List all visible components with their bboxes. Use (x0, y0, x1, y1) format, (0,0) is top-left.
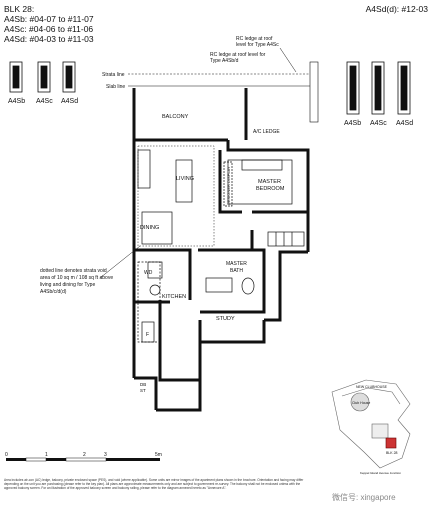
scale-label-2: 2 (83, 452, 86, 458)
room-master-bath-line1: MASTER (226, 261, 247, 267)
void-note-line4: A4Sb/c/d(d) (40, 289, 67, 295)
room-master-bath-line2: BATH (230, 268, 243, 274)
room-db: DB (140, 382, 146, 387)
rc-ledge-note-a2: level for Type A4Sc (236, 42, 279, 48)
room-study: STUDY (216, 316, 235, 322)
room-fridge: F (146, 332, 149, 338)
strata-lines (128, 61, 319, 123)
room-wd: WD (144, 270, 153, 276)
room-ac-ledge: A/C LEDGE (253, 129, 280, 135)
room-kitchen: KITCHEN (162, 294, 186, 300)
key-right-a4sc: A4Sc (370, 120, 387, 127)
scale-bar (6, 457, 160, 462)
disclaimer-text: Area includes air-con (AC) ledge, balcon… (4, 478, 304, 490)
scale-label-0: 0 (5, 452, 8, 458)
key-right-a4sb: A4Sb (344, 120, 361, 127)
site-label-bottom: Keppel Island Avenue Junction (360, 471, 401, 475)
unit-line-a4sc: A4Sc: #04-06 to #11-06 (4, 24, 94, 34)
site-label-club: Club House (352, 401, 370, 405)
room-st: ST (140, 388, 146, 393)
void-note-line1: dotted line denotes strata void (40, 268, 107, 274)
void-note-line3: living and dining for Type (40, 282, 95, 288)
scale-label-3: 3 (104, 452, 107, 458)
rc-ledge-note-a: RC ledge at roof (236, 36, 273, 42)
key-right-a4sd: A4Sd (396, 120, 413, 127)
strata-line-label: Strata line (102, 72, 125, 78)
room-living: LIVING (176, 176, 194, 182)
furniture (137, 149, 305, 343)
key-left-a4sd: A4Sd (61, 98, 78, 105)
key-plan-left (9, 61, 76, 93)
room-master-bedroom-line2: BEDROOM (256, 186, 285, 192)
void-note-line2: area of 10 sq m / 108 sq ft above (40, 275, 113, 281)
slab-line-label: Slab line (106, 84, 125, 90)
unit-code: A4Sd(d): #12-03 (365, 4, 428, 14)
key-left-a4sb: A4Sb (8, 98, 25, 105)
plan-walls (132, 88, 310, 412)
block-info: BLK 28: A4Sb: #04-07 to #11-07 A4Sc: #04… (4, 4, 94, 44)
unit-line-a4sb: A4Sb: #04-07 to #11-07 (4, 14, 94, 24)
scale-label-1: 1 (45, 452, 48, 458)
rc-ledge-note-b: RC ledge at roof level for (210, 52, 266, 58)
site-label-top: NEW CLUBHOUSE (356, 385, 388, 389)
unit-line-a4sd: A4Sd: #04-03 to #11-03 (4, 34, 94, 44)
rc-ledge-note-b2: Type A4Sb/d (210, 58, 239, 64)
room-master-bedroom-line1: MASTER (258, 179, 281, 185)
room-balcony: BALCONY (162, 114, 189, 120)
room-designer-display: DESIGNER DISPLAY (226, 166, 231, 205)
watermark: 微信号: xingapore (332, 493, 396, 502)
scale-label-5m: 5m (155, 452, 162, 458)
block-title: BLK 28: (4, 4, 35, 14)
room-dining: DINING (140, 225, 159, 231)
site-plan (331, 379, 411, 469)
strata-void-area (137, 145, 215, 247)
site-label-blk: BLK 28 (386, 451, 398, 455)
key-plan-right (346, 61, 411, 115)
key-left-a4sc: A4Sc (36, 98, 53, 105)
